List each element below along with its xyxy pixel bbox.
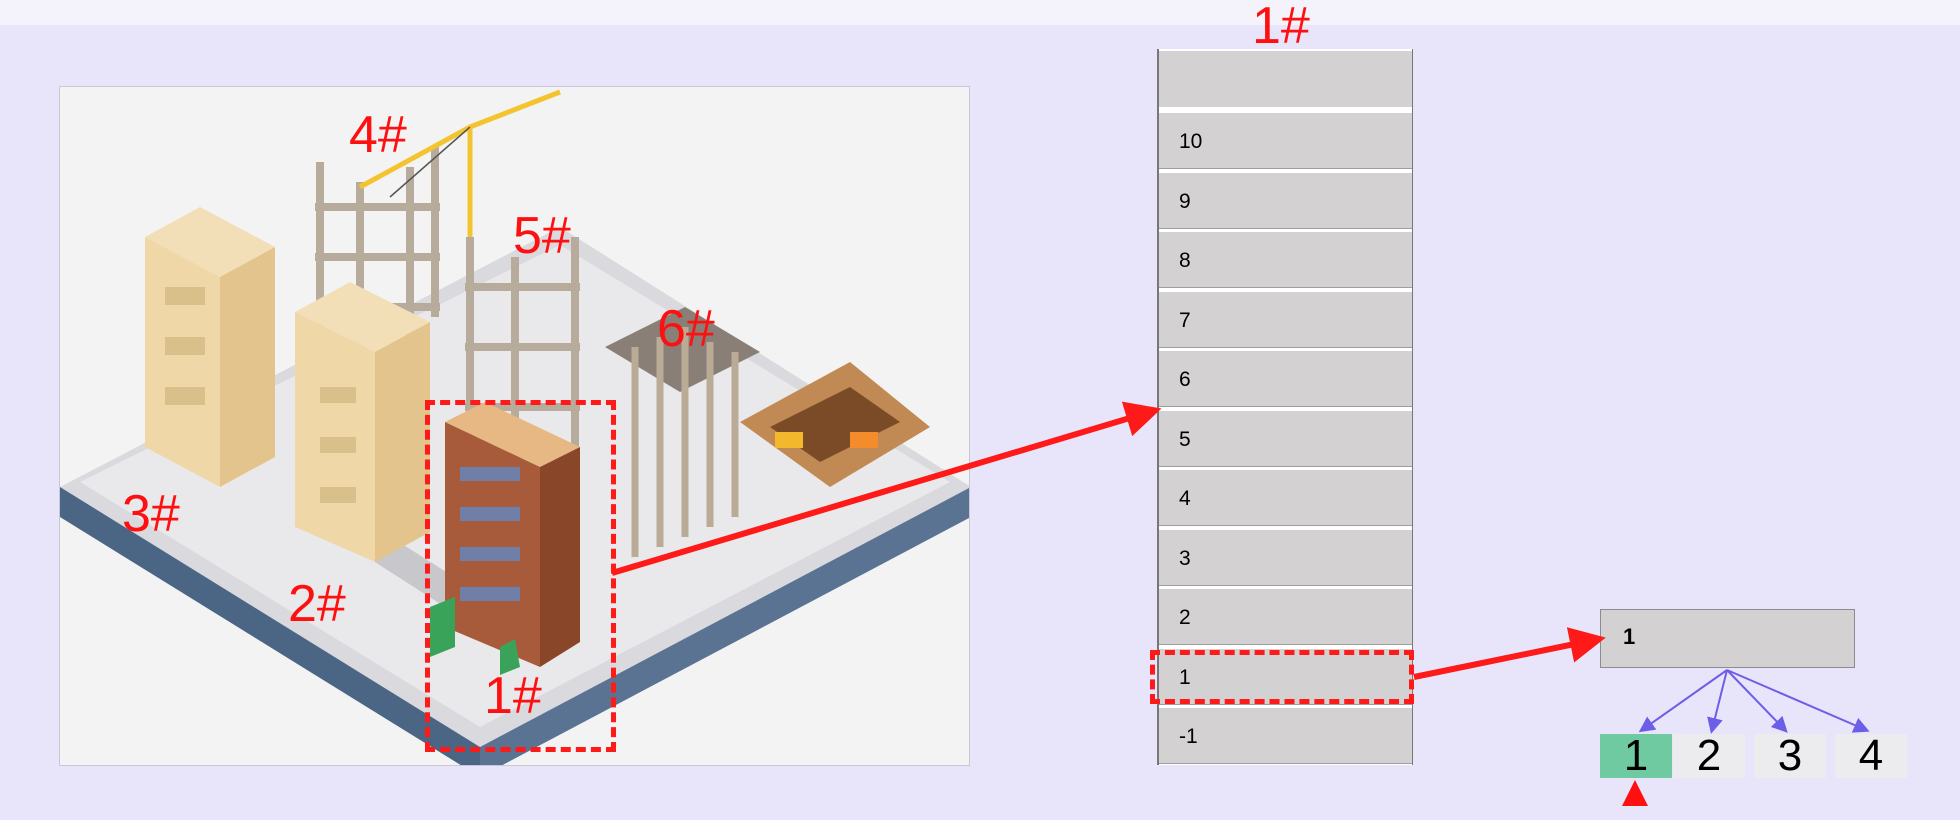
floor-row[interactable]: 2 <box>1157 589 1413 645</box>
unit-box[interactable]: 1 <box>1600 609 1855 668</box>
floor-label: 10 <box>1179 130 1203 153</box>
room-tab-2[interactable]: 2 <box>1673 734 1745 778</box>
room-tab-4[interactable]: 4 <box>1835 734 1907 778</box>
active-room-indicator <box>1622 780 1648 806</box>
room-tab-1[interactable]: 1 <box>1600 734 1672 778</box>
floor-label: 2 <box>1179 606 1191 629</box>
building-label-3[interactable]: 3# <box>122 485 180 543</box>
top-bar <box>0 0 1960 25</box>
roof-block <box>1157 51 1413 107</box>
room-tab-3[interactable]: 3 <box>1754 734 1826 778</box>
floor-label: 4 <box>1179 487 1191 510</box>
floor-stack: 10 9 8 7 6 5 4 3 2 1 -1 <box>1157 49 1413 765</box>
building-3 <box>145 207 275 487</box>
floor-row[interactable]: 3 <box>1157 530 1413 586</box>
building-label-1[interactable]: 1# <box>484 667 542 725</box>
building-label-2[interactable]: 2# <box>288 575 346 633</box>
floor-row[interactable]: 4 <box>1157 470 1413 526</box>
floor-row[interactable]: 8 <box>1157 232 1413 288</box>
floor-label: 7 <box>1179 309 1191 332</box>
unit-label: 1 <box>1623 624 1636 649</box>
building-label-4[interactable]: 4# <box>349 106 407 164</box>
floor-row[interactable]: 7 <box>1157 292 1413 348</box>
selected-floor-highlight[interactable] <box>1150 650 1414 704</box>
unit-to-room-arrows <box>1638 669 1870 734</box>
selected-building-highlight[interactable] <box>425 400 616 752</box>
floor-row[interactable]: 5 <box>1157 411 1413 467</box>
floor-row[interactable]: 9 <box>1157 173 1413 229</box>
floor-row[interactable]: -1 <box>1157 708 1413 764</box>
floor-panel-title: 1# <box>1252 0 1310 55</box>
floor-row[interactable]: 6 <box>1157 351 1413 407</box>
floor-label: 6 <box>1179 368 1191 391</box>
floor-label: 8 <box>1179 249 1191 272</box>
building-label-5[interactable]: 5# <box>513 207 571 265</box>
building-label-6[interactable]: 6# <box>657 300 715 358</box>
floor-row-selected[interactable]: 1 <box>1157 649 1413 705</box>
construction-site-illustration: 4# 5# 6# 3# 2# 1# <box>59 86 970 766</box>
floor-label: 9 <box>1179 190 1191 213</box>
floor-to-unit-arrow <box>1413 627 1606 680</box>
floor-label: -1 <box>1179 725 1198 748</box>
building-1 <box>430 402 580 675</box>
floor-label: 1 <box>1179 666 1191 689</box>
floor-label: 5 <box>1179 428 1191 451</box>
building-2 <box>295 282 430 562</box>
floor-row[interactable]: 10 <box>1157 113 1413 169</box>
floor-label: 3 <box>1179 547 1191 570</box>
